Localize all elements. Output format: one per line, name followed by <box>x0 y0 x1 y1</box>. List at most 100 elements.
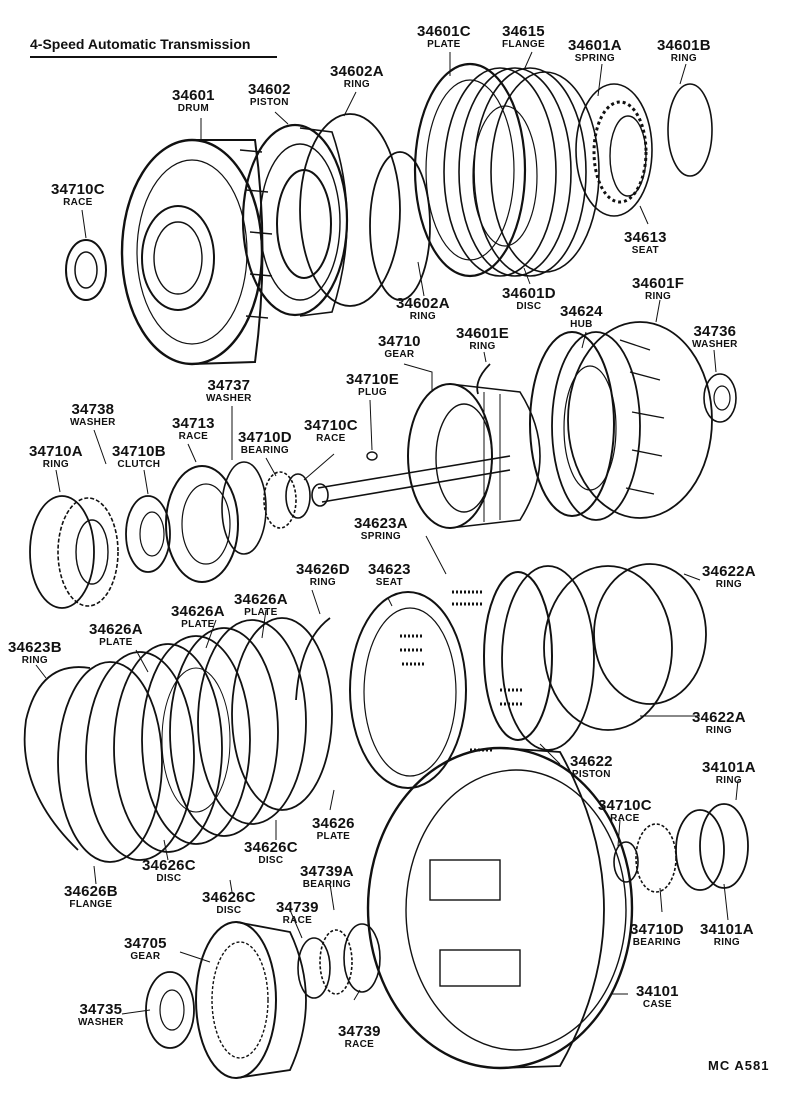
callout-34705-gear: 34705 GEAR <box>124 936 167 962</box>
part-name: DRUM <box>177 103 209 114</box>
callout-34626a-plate-1: 34626A PLATE <box>171 604 225 630</box>
part-number: 34623A <box>354 515 408 532</box>
callout-34101a-ring-bottom: 34101A RING <box>700 922 754 948</box>
callout-34626c-disc-1: 34626C DISC <box>244 840 298 866</box>
part-name: SEAT <box>631 245 659 256</box>
part-number: 34626B <box>64 883 118 900</box>
part-34602a-ring-lower <box>369 151 431 301</box>
part-name: WASHER <box>78 1017 124 1028</box>
part-name: RING <box>409 311 436 322</box>
callout-34624-hub: 34624 HUB <box>560 304 603 330</box>
part-34710e-plug <box>366 451 378 461</box>
part-number: 34601B <box>657 37 711 54</box>
part-number: 34601A <box>568 37 622 54</box>
callout-34710b-clutch: 34710B CLUTCH <box>112 444 166 470</box>
part-number: 34626C <box>244 839 298 856</box>
part-name: RING <box>309 577 336 588</box>
part-name: FLANGE <box>502 39 545 50</box>
part-34705-gear <box>195 921 307 1079</box>
part-number: 34601F <box>632 275 685 292</box>
part-name: SEAT <box>375 577 403 588</box>
callout-34602a-ring-top: 34602A RING <box>330 64 384 90</box>
part-number: 34735 <box>79 1001 123 1018</box>
callout-34738-washer: 34738 WASHER <box>70 402 116 428</box>
callout-34601-drum: 34601 DRUM <box>172 88 215 114</box>
part-number: 34622A <box>692 709 746 726</box>
part-34623b-ring <box>23 666 91 851</box>
part-name: PISTON <box>249 97 289 108</box>
callout-34626b-flange: 34626B FLANGE <box>64 884 118 910</box>
part-34738-washer <box>57 497 119 607</box>
part-number: 34626 <box>312 815 355 832</box>
callout-34626c-disc-2: 34626C DISC <box>142 858 196 884</box>
part-number: 34101A <box>702 759 756 776</box>
part-name: HUB <box>570 319 593 330</box>
part-number: 34739 <box>338 1023 381 1040</box>
part-34623a-spring <box>452 590 492 752</box>
part-name: RING <box>644 291 672 302</box>
part-number: 34626C <box>202 889 256 906</box>
part-number: 34710A <box>29 443 83 460</box>
part-name: RING <box>715 775 742 786</box>
callout-34615-flange: 34615 FLANGE <box>502 24 545 50</box>
callout-34602a-ring-bottom: 34602A RING <box>396 296 450 322</box>
callout-34710c-race-top: 34710C RACE <box>51 182 105 208</box>
part-number: 34622A <box>702 563 756 580</box>
part-name: RING <box>343 79 370 90</box>
part-34101a-ring-inner <box>675 809 725 891</box>
part-name: CLUTCH <box>117 459 161 470</box>
leader-lines <box>35 51 739 1015</box>
callout-34710c-race-mid: 34710C RACE <box>304 418 358 444</box>
callout-34601b-ring: 34601B RING <box>657 38 711 64</box>
callout-34613-seat: 34613 SEAT <box>624 230 667 256</box>
part-number: 34710C <box>51 181 105 198</box>
callout-34710e-plug: 34710E PLUG <box>346 372 399 398</box>
part-34101-case <box>366 746 634 1070</box>
part-34622a-ring-outer <box>593 563 707 705</box>
part-34710a-ring <box>29 495 95 609</box>
part-name: PLATE <box>99 637 133 648</box>
part-number: 34738 <box>71 401 115 418</box>
part-34710c-race-middle <box>285 473 311 519</box>
part-name: CASE <box>642 999 672 1010</box>
diagram-code: MC A581 <box>708 1058 770 1073</box>
part-name: RING <box>705 725 732 736</box>
part-34710-gear-assembly <box>311 383 541 529</box>
part-number: 34739A <box>300 863 354 880</box>
part-number: 34613 <box>624 229 667 246</box>
part-number: 34705 <box>124 935 167 952</box>
part-name: RING <box>670 53 697 64</box>
part-name: RING <box>21 655 48 666</box>
part-number: 34626D <box>296 561 350 578</box>
part-34739a-bearing <box>319 929 353 995</box>
part-34601d-disc-stack <box>443 67 600 277</box>
part-name: PISTON <box>571 769 611 780</box>
part-number: 34713 <box>172 415 215 432</box>
part-number: 34601E <box>456 325 509 342</box>
part-name: GEAR <box>384 349 415 360</box>
part-name: BEARING <box>302 879 351 890</box>
callout-34710-gear: 34710 GEAR <box>378 334 421 360</box>
part-number: 34623B <box>8 639 62 656</box>
part-number: 34626C <box>142 857 196 874</box>
part-number: 34710D <box>630 921 684 938</box>
callout-34626c-disc-3: 34626C DISC <box>202 890 256 916</box>
part-34601e-ring <box>476 363 491 395</box>
part-number: 34622 <box>570 753 613 770</box>
part-34626-clutch-pack <box>57 617 333 863</box>
part-34601f-ring <box>567 321 713 519</box>
callout-34601f-ring: 34601F RING <box>632 276 684 302</box>
part-34737-washer <box>221 461 267 555</box>
part-34710c-race-lower <box>613 841 639 883</box>
part-34626d-ring <box>295 617 331 701</box>
part-name: RACE <box>282 915 313 926</box>
part-name: WASHER <box>206 393 252 404</box>
part-name: SPRING <box>574 53 615 64</box>
part-name: PLUG <box>357 387 387 398</box>
part-number: 34710C <box>304 417 358 434</box>
part-number: 34601 <box>172 87 215 104</box>
part-name: DISC <box>216 905 242 916</box>
part-name: RING <box>469 341 496 352</box>
part-number: 34739 <box>276 899 319 916</box>
